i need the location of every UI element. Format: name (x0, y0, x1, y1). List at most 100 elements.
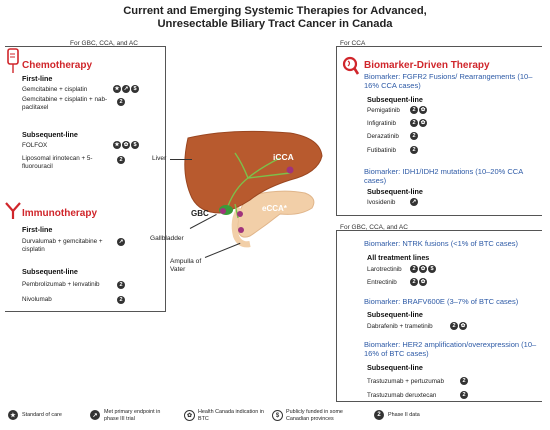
fgfr2-item-1: Pemigatinib (367, 107, 400, 114)
icca-tumor (286, 166, 294, 174)
phase2-icon: 2 (410, 146, 418, 154)
legend-chart-icon: ↗ (90, 410, 100, 420)
legend-phase2-icon: 2 (374, 410, 384, 420)
magnifier-icon (342, 56, 360, 75)
liver-label: Liver (152, 155, 167, 162)
chart-icon: ↗ (117, 238, 125, 246)
star-icon: ★ (113, 141, 121, 149)
maple-leaf-icon: ✿ (459, 322, 467, 330)
iv-bag-icon (7, 48, 19, 73)
liver (184, 130, 323, 214)
left-panel-note: For GBC, CCA, and AC (70, 40, 138, 47)
ampulla-tumor (238, 227, 244, 233)
maple-leaf-icon: ✿ (419, 278, 427, 286)
dollar-icon: $ (131, 141, 139, 149)
phase2-icon: 2 (410, 119, 418, 127)
braf-item-1-badges: 2 ✿ (450, 322, 467, 330)
ntrk-biomarker: Biomarker: NTRK fusions (<1% of BTC case… (364, 239, 519, 248)
braf-subsequent-line: Subsequent-line (367, 310, 423, 319)
gbc-tumor (220, 208, 226, 214)
her2-subsequent-line: Subsequent-line (367, 363, 423, 372)
fgfr2-subsequent-line: Subsequent-line (367, 95, 423, 104)
fgfr2-item-4: Futibatinib (367, 147, 397, 154)
phase2-icon: 2 (117, 156, 125, 164)
star-icon: ★ (113, 85, 121, 93)
her2-item-2: Trastuzumab deruxtecan (367, 392, 437, 399)
ecca-tumor (237, 211, 243, 217)
chemo-item-1-badges: ★ ↗ $ (113, 85, 139, 93)
anatomy-illustration (184, 130, 323, 248)
immuno-title: Immunotherapy (22, 208, 98, 219)
biomarker-therapy-title: Biomarker-Driven Therapy (364, 60, 490, 71)
braf-biomarker: Biomarker: BRAFV600E (3–7% of BTC cases) (364, 297, 519, 306)
ntrk-item-1-badges: 2 ✿ $ (410, 265, 436, 273)
right-bottom-bracket (336, 230, 542, 402)
idh-subsequent-line: Subsequent-line (367, 187, 423, 196)
maple-leaf-icon: ✿ (122, 141, 130, 149)
braf-item-1: Dabrafenib + trametinib (367, 323, 433, 330)
phase2-icon: 2 (117, 296, 125, 304)
left-bracket (5, 46, 166, 312)
antibody-icon (5, 202, 21, 219)
maple-leaf-icon: ✿ (419, 265, 427, 273)
her2-biomarker: Biomarker: HER2 amplification/overexpres… (364, 340, 537, 358)
legend-star-icon: ★ (8, 410, 18, 420)
right-top-note: For CCA (340, 40, 366, 47)
chemo-item-1: Gemcitabine + cisplatin (22, 86, 88, 93)
icca-label: iCCA (273, 152, 294, 162)
chemo-subsequent-line: Subsequent-line (22, 130, 78, 139)
chemo-first-line: First-line (22, 74, 53, 83)
right-bottom-note: For GBC, CCA, and AC (340, 224, 408, 231)
phase2-icon: 2 (450, 322, 458, 330)
chart-icon: ↗ (410, 198, 418, 206)
fgfr2-item-3: Derazatinib (367, 133, 399, 140)
dollar-icon: $ (428, 265, 436, 273)
phase2-icon: 2 (460, 391, 468, 399)
bile-ducts (227, 152, 291, 219)
her2-item-1: Trastuzumab + pertuzumab (367, 378, 444, 385)
ecca-label: eCCA* (262, 204, 287, 213)
immuno-sub-item-2: Nivolumab (22, 296, 52, 303)
phase2-icon: 2 (117, 281, 125, 289)
legend-text-2: Met primary endpoint in phase III trial (104, 409, 161, 422)
legend: ★ Standard of care ↗ Met primary endpoin… (8, 408, 548, 428)
phase2-icon: 2 (460, 377, 468, 385)
immuno-sub-item-1: Pembrolizumab + lenvatinib (22, 281, 100, 288)
liver-pointer (170, 159, 192, 160)
right-top-bracket (336, 46, 542, 216)
immuno-item-1: Durvalumab + gemcitabine + cisplatin (22, 238, 103, 253)
ntrk-all-lines: All treatment lines (367, 253, 430, 262)
legend-text-3: Health Canada indication in BTC (198, 409, 264, 422)
fgfr2-item-2-badges: 2 ✿ (410, 119, 427, 127)
legend-text-4: Publicly funded in some Canadian provinc… (286, 409, 343, 422)
ampulla-label: Ampulla of Vater (170, 258, 202, 273)
chemo-title: Chemotherapy (22, 60, 93, 71)
legend-maple-leaf-icon: ✿ (184, 410, 195, 421)
duodenum (231, 206, 251, 248)
fgfr2-item-2: Infigratinib (367, 120, 397, 127)
chemo-sub-item-1-badges: ★ ✿ $ (113, 141, 139, 149)
chart-icon: ↗ (122, 85, 130, 93)
legend-text-1: Standard of care (22, 412, 62, 418)
immuno-first-line: First-line (22, 225, 53, 234)
chemo-sub-item-2: Liposomal irinotecan + 5-fluorouracil (22, 155, 93, 170)
phase2-icon: 2 (410, 132, 418, 140)
idh-biomarker: Biomarker: IDH1/IDH2 mutations (10–20% C… (364, 167, 523, 185)
phase2-icon: 2 (410, 106, 418, 114)
legend-dollar-icon: $ (272, 410, 283, 421)
fgfr2-biomarker: Biomarker: FGFR2 Fusions/ Rearrangements… (364, 72, 533, 90)
ntrk-item-2: Entrectinib (367, 279, 397, 286)
chemo-item-2: Gemcitabine + cisplatin + nab-paclitaxel (22, 96, 108, 111)
ntrk-item-2-badges: 2 ✿ (410, 278, 427, 286)
gallbladder-label: Gallbladder (150, 235, 184, 242)
maple-leaf-icon: ✿ (419, 119, 427, 127)
legend-text-5: Phase II data (388, 412, 420, 418)
phase2-icon: 2 (410, 265, 418, 273)
maple-leaf-icon: ✿ (419, 106, 427, 114)
immuno-subsequent-line: Subsequent-line (22, 267, 78, 276)
ntrk-item-1: Larotrectinib (367, 266, 402, 273)
chemo-sub-item-1: FOLFOX (22, 142, 48, 149)
page-title: Current and Emerging Systemic Therapies … (123, 5, 427, 30)
phase2-icon: 2 (410, 278, 418, 286)
dollar-icon: $ (131, 85, 139, 93)
